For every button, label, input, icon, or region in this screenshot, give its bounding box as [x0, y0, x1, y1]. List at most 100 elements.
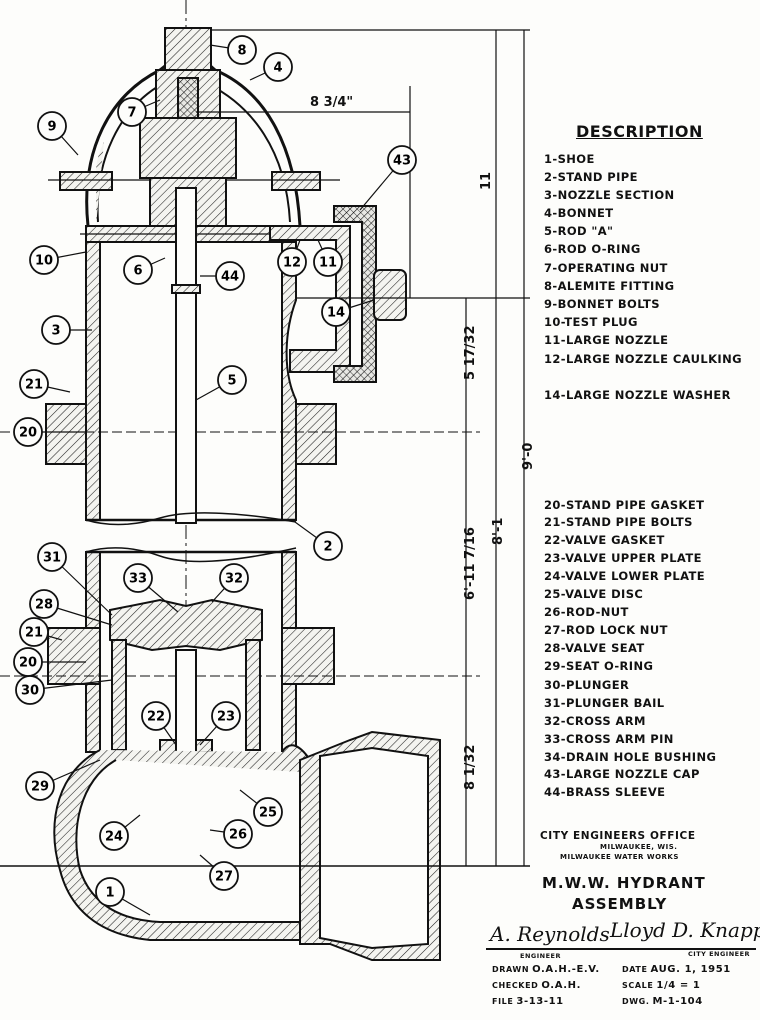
callout-circle [19, 369, 49, 399]
callout-circle [123, 563, 153, 593]
description-item: 25-VALVE DISC [544, 587, 644, 601]
file-value: 3-13-11 [516, 996, 564, 1007]
callout-circle [95, 877, 125, 907]
callout-circle [263, 52, 293, 82]
dim-bonnet-height: 11 [479, 172, 494, 190]
scale-value: 1/4 = 1 [656, 980, 701, 991]
callout-11: 11 [313, 239, 343, 277]
description-item: 26-ROD-NUT [544, 605, 629, 619]
dim-nozzle-height: 5 17/32 [463, 325, 478, 380]
callout-label: 20 [19, 656, 37, 671]
description-item: 44-BRASS SLEEVE [544, 785, 666, 799]
description-item: 6-ROD O-RING [544, 242, 641, 256]
description-item: 1-SHOE [544, 152, 595, 166]
description-item: 43-LARGE NOZZLE CAP [544, 767, 700, 781]
callout-circle [99, 821, 129, 851]
callout-circle [19, 617, 49, 647]
callout-circle [41, 315, 71, 345]
callout-label: 21 [25, 378, 43, 393]
dwg-label: DWG. [622, 997, 650, 1006]
callout-circle [211, 701, 241, 731]
callout-circle [219, 563, 249, 593]
callout-12: 12 [277, 239, 307, 277]
callout-44: 44 [200, 261, 245, 291]
callout-circle [277, 247, 307, 277]
callout-label: 14 [327, 306, 345, 321]
office-city: MILWAUKEE, WIS. [600, 843, 678, 851]
callout-label: 3 [51, 324, 60, 339]
large-nozzle [269, 225, 351, 373]
dwg-value: M-1-104 [652, 996, 703, 1007]
callout-circle [209, 861, 239, 891]
callout-circle [25, 771, 55, 801]
callout-circle [227, 35, 257, 65]
callout-2: 2 [294, 521, 343, 561]
office-name: CITY ENGINEERS OFFICE [540, 830, 696, 842]
callout-23: 23 [199, 701, 241, 746]
city-engineer-label: CITY ENGINEER [688, 950, 751, 958]
callout-label: 11 [319, 256, 337, 271]
callout-10: 10 [29, 245, 87, 275]
callout-circle [37, 111, 67, 141]
callout-circle [321, 297, 351, 327]
callout-43: 43 [359, 145, 417, 211]
date-label: DATE [622, 965, 648, 974]
callout-label: 7 [127, 106, 136, 121]
callout-6: 6 [123, 255, 166, 285]
description-item: 12-LARGE NOZZLE CAULKING [544, 352, 742, 366]
dimension-labels: 8 3/4" 11 5 17/32 6'-11 7/16 8 1/32 8'-1… [310, 95, 536, 790]
callout-label: 5 [227, 374, 236, 389]
callout-label: 31 [43, 551, 61, 566]
callout-14: 14 [321, 297, 375, 327]
callout-circle [141, 701, 171, 731]
description-item: 29-SEAT O-RING [544, 659, 654, 673]
description-item: 23-VALVE UPPER PLATE [544, 551, 702, 565]
engineer-label: ENGINEER [520, 952, 561, 960]
callout-7: 7 [117, 97, 161, 127]
office-works: MILWAUKEE WATER WORKS [560, 853, 679, 861]
hydrant-body [0, 0, 530, 961]
callout-27: 27 [199, 854, 239, 891]
callout-label: 28 [35, 598, 53, 613]
description-item: 4-BONNET [544, 206, 614, 220]
callout-label: 4 [273, 61, 282, 76]
checked-label: CHECKED [492, 981, 539, 990]
callout-label: 44 [221, 270, 239, 285]
description-item: 11-LARGE NOZZLE [544, 333, 669, 347]
description-item: 10-TEST PLUG [544, 315, 638, 329]
description-item: 2-STAND PIPE [544, 170, 638, 184]
callout-20: 20 [13, 647, 86, 677]
callout-label: 1 [105, 886, 114, 901]
file-label: FILE [492, 997, 514, 1006]
callout-circle [123, 255, 153, 285]
callout-21: 21 [19, 617, 63, 647]
scale-label: SCALE [622, 981, 654, 990]
description-item: 24-VALVE LOWER PLATE [544, 569, 706, 583]
callout-label: 8 [237, 44, 246, 59]
description-item: 3-NOZZLE SECTION [544, 188, 675, 202]
dim-nozzle-offset: 8 3/4" [310, 95, 353, 110]
description-item: 8-ALEMITE FITTING [544, 279, 675, 293]
description-item: 31-PLUNGER BAIL [544, 696, 665, 710]
callout-circle [253, 797, 283, 827]
description-item: 7-OPERATING NUT [544, 261, 668, 275]
callout-label: 20 [19, 426, 37, 441]
callout-25: 25 [239, 789, 283, 827]
date-value: AUG. 1, 1951 [650, 964, 731, 975]
description-heading: DESCRIPTION [576, 122, 703, 141]
callout-circle [223, 819, 253, 849]
checked-value: O.A.H. [541, 980, 581, 991]
operating-rod [175, 187, 197, 524]
dim-upper-total: 8'-1 [491, 518, 506, 545]
description-item: 9-BONNET BOLTS [544, 297, 660, 311]
dim-standpipe-height: 6'-11 7/16 [463, 527, 478, 600]
description-item: 30-PLUNGER [544, 678, 630, 692]
operating-nut [164, 27, 212, 75]
callout-circle [313, 247, 343, 277]
city-engineer-signature: Lloyd D. Knapp [610, 918, 760, 942]
callout-label: 21 [25, 626, 43, 641]
